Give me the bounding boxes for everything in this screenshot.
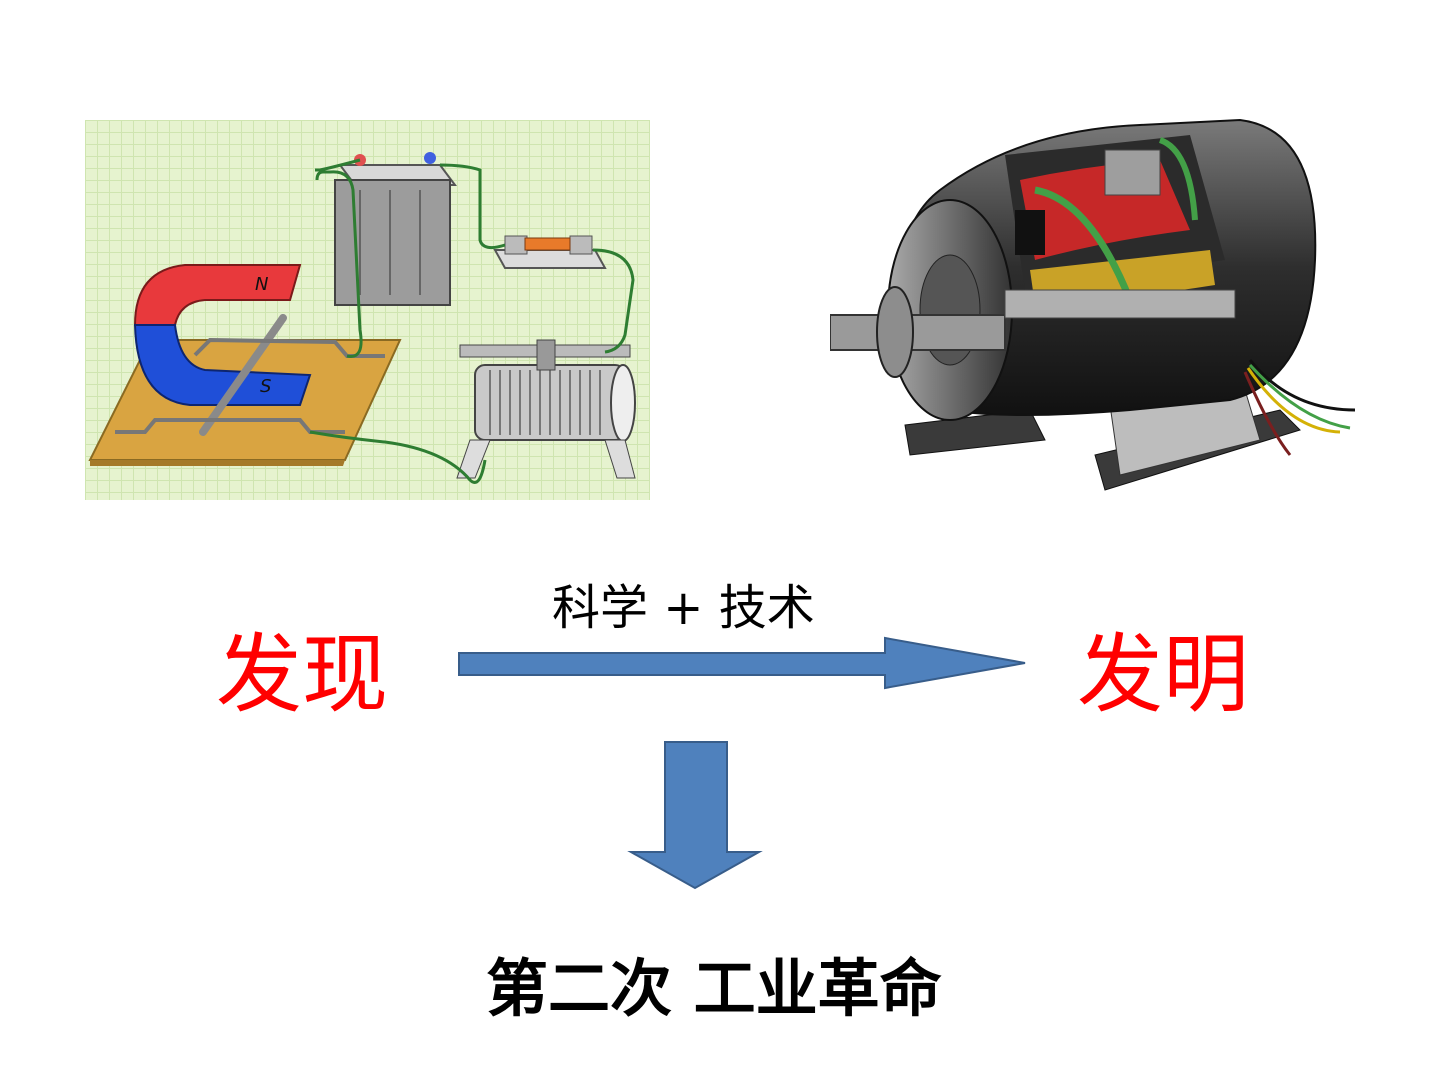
heat-sink [1104, 149, 1161, 196]
right-arrow-icon [458, 636, 1026, 690]
north-pole-label: N [255, 274, 268, 295]
motor-foot-left [904, 409, 1046, 456]
invention-term: 发明 [1077, 625, 1249, 725]
down-arrow-icon [627, 741, 763, 890]
electric-motor-illustration [829, 110, 1370, 510]
circuit-wires [309, 158, 635, 484]
power-cables [1243, 359, 1356, 456]
rheostat-icon [456, 339, 636, 479]
south-pole-label: S [260, 376, 271, 397]
discovery-term: 发现 [216, 625, 388, 725]
switch-icon [493, 235, 607, 269]
arrow-label: 科学 + 技术 [552, 580, 815, 636]
magnet-south-pole [133, 324, 312, 406]
induction-experiment-illustration: N S [85, 120, 650, 500]
magnet-north-pole [133, 264, 302, 326]
motor-shaft [829, 314, 1006, 351]
conclusion-text: 第二次 工业革命 [486, 952, 942, 1025]
shaft-flange [876, 286, 914, 378]
motor-svg [829, 118, 1356, 491]
green-wire [1034, 186, 1134, 302]
battery-icon [334, 152, 457, 306]
conducting-rod [199, 314, 287, 436]
experiment-svg: N S [88, 152, 636, 484]
